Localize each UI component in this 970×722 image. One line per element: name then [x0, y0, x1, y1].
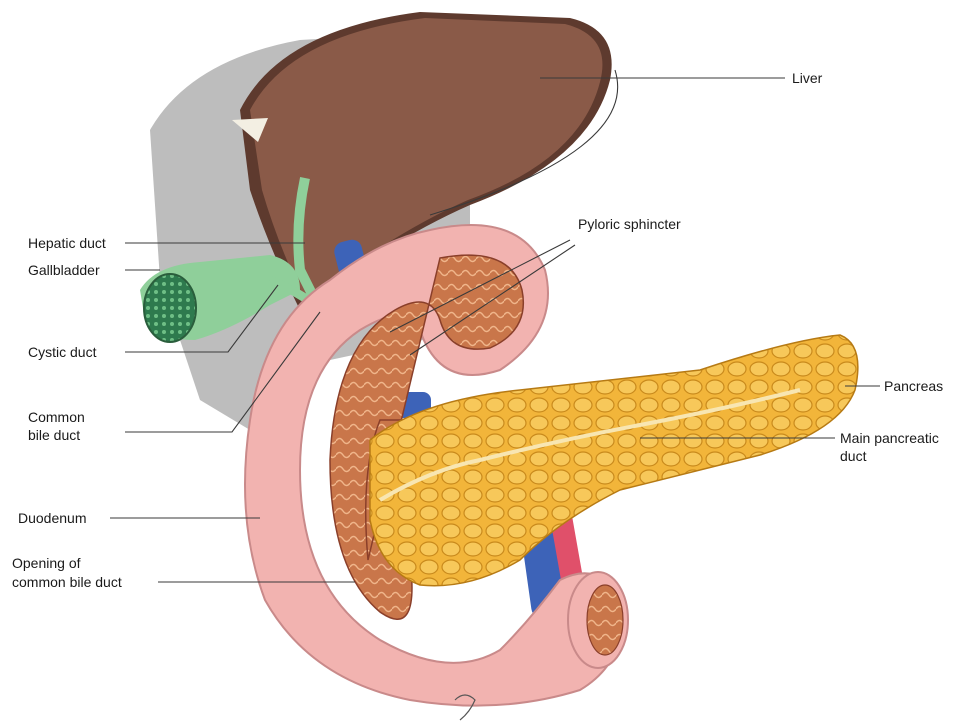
pancreas-shape: [370, 335, 858, 586]
label-pyloric-sphincter: Pyloric sphincter: [578, 216, 681, 232]
label-common-bile-duct-line1: Common: [28, 409, 85, 425]
label-hepatic-duct: Hepatic duct: [28, 235, 106, 251]
label-opening-common-bile-duct-line2: common bile duct: [12, 574, 122, 590]
label-gallbladder: Gallbladder: [28, 262, 100, 278]
label-main-pancreatic-duct-line1: Main pancreatic: [840, 430, 939, 446]
label-cystic-duct: Cystic duct: [28, 344, 97, 360]
label-main-pancreatic-duct-line2: duct: [840, 448, 867, 464]
label-pancreas: Pancreas: [884, 378, 943, 394]
label-duodenum: Duodenum: [18, 510, 87, 526]
label-opening-common-bile-duct-line1: Opening of: [12, 555, 81, 571]
label-liver: Liver: [792, 70, 823, 86]
label-common-bile-duct-line2: bile duct: [28, 427, 80, 443]
